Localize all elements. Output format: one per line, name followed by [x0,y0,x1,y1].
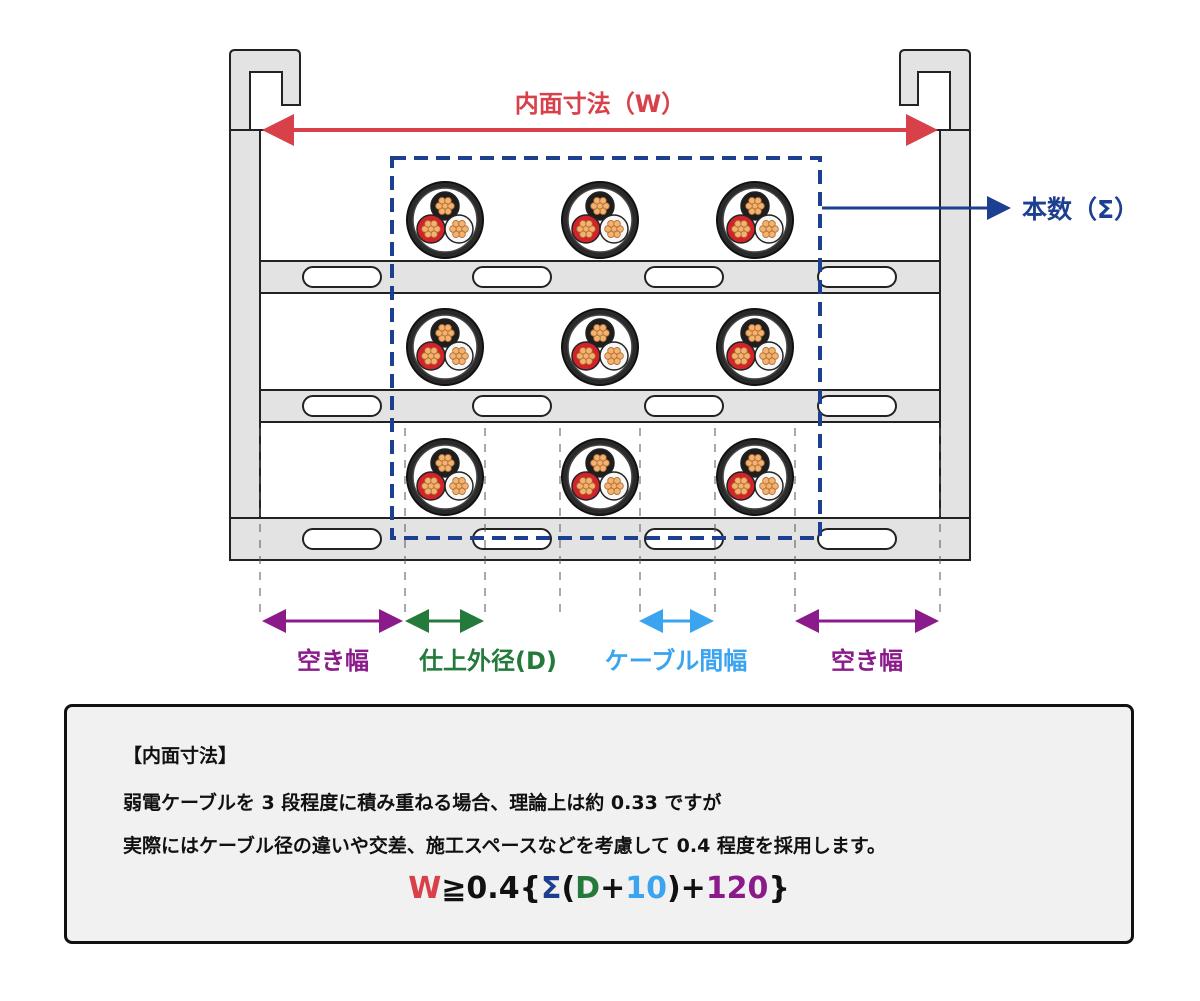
formula-d: D [575,871,601,906]
cable [561,438,639,516]
tray-slot [817,266,897,288]
tray-slot [644,266,724,288]
tray-slot [302,395,382,417]
cable [716,438,794,516]
tray-right-hook [899,49,971,131]
tray-left-hook [229,49,301,131]
cable [561,181,639,259]
cable [406,438,484,516]
note-panel: 【内面寸法】 弱電ケーブルを 3 段程度に積み重ねる場合、理論上は約 0.33 … [64,704,1134,944]
inner-width-label: 内面寸法（W） [515,90,685,118]
tray-slot [472,266,552,288]
tray-right-wall [939,129,971,561]
tray-slot [302,266,382,288]
free-width-left-label: 空き幅 [297,647,369,675]
note-heading: 【内面寸法】 [123,745,238,767]
formula-end: } [768,871,790,906]
cable-group [406,181,794,516]
tray-slot [817,395,897,417]
cable [716,181,794,259]
cable [716,308,794,386]
formula-geq: ≧0.4{ [441,871,541,906]
formula-ten: 10 [625,871,667,906]
tray-slot [302,528,382,550]
cable [406,308,484,386]
tray-left-wall [229,129,261,561]
cable-gap-label: ケーブル間幅 [605,647,748,675]
formula-120: 120 [705,871,769,906]
formula-plus: + [600,871,626,906]
formula-open: ( [561,871,576,906]
note-line-2: 実際にはケーブル径の違いや交差、施工スペースなどを考慮して 0.4 程度を採用し… [123,835,886,857]
cable [561,308,639,386]
tray-slot [472,395,552,417]
free-width-right-label: 空き幅 [831,647,903,675]
formula-sigma: Σ [540,871,562,906]
cable-tray-diagram: 内面寸法（W） 本数（Σ） 空き幅 仕上外径(D) ケーブル間幅 空き幅 [229,49,1139,675]
formula-close-plus: )+ [666,871,706,906]
formula: W≧0.4{Σ(D+10)+120} [67,871,1131,906]
count-label: 本数（Σ） [1022,195,1139,224]
tray-slot [644,395,724,417]
outer-diameter-label: 仕上外径(D) [418,647,557,675]
count-selection-box [390,156,822,540]
note-line-1: 弱電ケーブルを 3 段程度に積み重ねる場合、理論上は約 0.33 ですが [123,792,722,814]
cable [406,181,484,259]
tray-slot [817,528,897,550]
formula-w: W [408,871,442,906]
